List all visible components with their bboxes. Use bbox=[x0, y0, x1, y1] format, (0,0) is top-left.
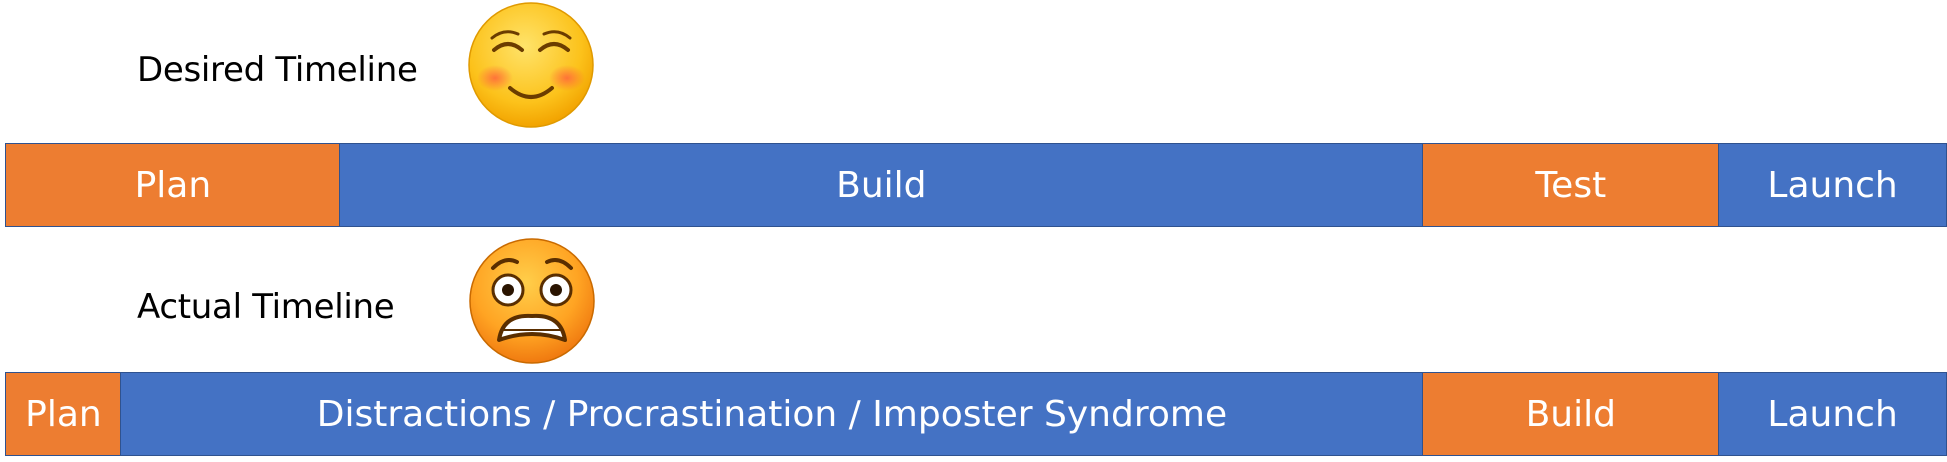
segment-label: Launch bbox=[1767, 164, 1898, 206]
desired-plan-segment: Plan bbox=[5, 143, 341, 227]
actual-timeline-label: Actual Timeline bbox=[137, 287, 395, 327]
segment-label: Plan bbox=[134, 164, 212, 206]
actual-timeline-bar: Plan Distractions / Procrastination / Im… bbox=[5, 372, 1947, 456]
actual-build-segment: Build bbox=[1421, 372, 1720, 456]
segment-label: Build bbox=[836, 164, 927, 206]
desired-timeline-bar: Plan Build Test Launch bbox=[5, 143, 1947, 227]
anxious-face-icon bbox=[469, 238, 595, 364]
segment-label: Launch bbox=[1767, 393, 1898, 435]
desired-build-segment: Build bbox=[339, 143, 1424, 227]
segment-label: Build bbox=[1525, 393, 1616, 435]
segment-label: Distractions / Procrastination / Imposte… bbox=[316, 393, 1228, 435]
desired-timeline-label: Desired Timeline bbox=[137, 50, 418, 90]
segment-label: Plan bbox=[25, 393, 102, 435]
smiling-face-with-blush-icon bbox=[468, 2, 594, 128]
segment-label: Test bbox=[1535, 164, 1607, 206]
actual-distractions-segment: Distractions / Procrastination / Imposte… bbox=[120, 372, 1424, 456]
actual-launch-segment: Launch bbox=[1718, 372, 1947, 456]
actual-plan-segment: Plan bbox=[5, 372, 122, 456]
desired-test-segment: Test bbox=[1421, 143, 1720, 227]
desired-launch-segment: Launch bbox=[1718, 143, 1947, 227]
